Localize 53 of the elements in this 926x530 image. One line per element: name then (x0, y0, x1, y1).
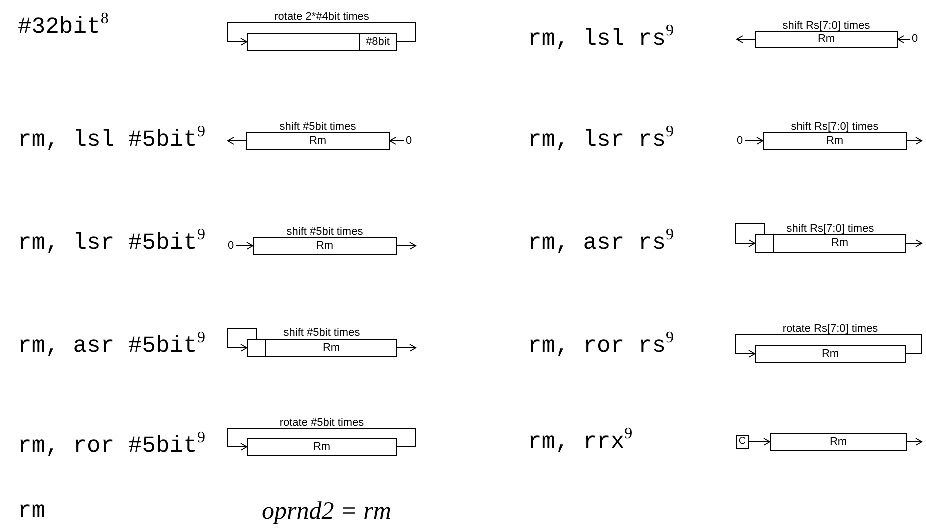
arrow (736, 334, 922, 358)
arrow (748, 438, 770, 446)
register-name: Rm (313, 442, 331, 452)
operand-syntax: rm, ror rs$^{9}$ (528, 333, 674, 361)
register-box (770, 433, 907, 451)
arrow (396, 344, 416, 352)
arrow (228, 428, 416, 451)
carry-flag-box: C (736, 435, 749, 449)
operation-label: shift #5bit times (286, 227, 364, 238)
arrow (228, 328, 257, 352)
register-name: Rm (822, 348, 840, 360)
operation-label: shift Rs[7:0] times (786, 224, 874, 235)
register-name: Rm (826, 136, 844, 146)
input-value: 0 (404, 134, 414, 148)
register-name: Rm (830, 436, 848, 448)
operation-label: shift Rs[7:0] times (782, 21, 870, 32)
operand-syntax: rm, lsl rs$^{9}$ (528, 26, 674, 54)
arrow (906, 137, 922, 145)
register-name: Rm (831, 238, 849, 249)
operation-label: rotate Rs[7:0] times (782, 324, 878, 335)
operation-label: shift #5bit times (284, 328, 360, 339)
input-value: 0 (226, 239, 236, 253)
operation-label: rotate 2*#4bit times (274, 12, 370, 23)
register-name: Rm (818, 34, 836, 45)
arrow (898, 36, 910, 44)
arrow (906, 240, 922, 248)
operand-syntax: rm, asr rs$^{9}$ (528, 230, 674, 258)
arrow (236, 242, 254, 250)
operand-syntax: rm, asr #5bit$^{9}$ (18, 333, 206, 361)
register-name: Rm (322, 342, 340, 354)
arrow (906, 438, 922, 446)
operation-label: shift Rs[7:0] times (791, 122, 879, 133)
operand-syntax: rm, ror #5bit$^{9}$ (18, 433, 206, 461)
operation-label: shift #5bit times (280, 122, 356, 133)
arrow (744, 137, 764, 145)
register-name: Rm (309, 136, 327, 146)
operand-syntax: rm, rrx$^{9}$ (528, 429, 633, 457)
operand-syntax: rm, lsl #5bit$^{9}$ (18, 127, 206, 155)
operand-syntax: rm, lsr #5bit$^{9}$ (18, 230, 206, 258)
arrow (396, 242, 416, 250)
operand-syntax: #32bit$^{8}$ (18, 14, 109, 42)
arrow (390, 137, 404, 145)
arrow (228, 137, 246, 145)
arrow (736, 36, 756, 44)
input-value: 0 (910, 32, 920, 47)
register-name: Rm (316, 240, 334, 252)
operand-syntax: rm (18, 498, 46, 526)
arrow (228, 22, 416, 46)
formula: oprnd2 = rm (262, 497, 392, 527)
operand-syntax: rm, lsr rs$^{9}$ (528, 127, 674, 155)
operation-label: rotate #5bit times (280, 418, 364, 429)
input-value: 0 (735, 134, 745, 148)
arrow (736, 224, 765, 248)
